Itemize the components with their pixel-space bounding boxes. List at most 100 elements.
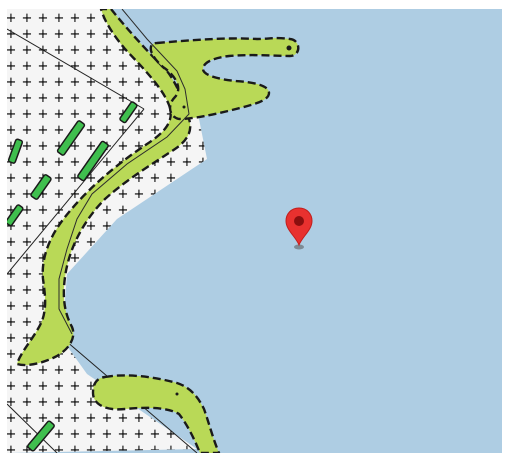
land-plus-symbol: + — [7, 379, 16, 394]
land-plus-symbol: + — [7, 395, 16, 410]
land-plus-symbol: + — [22, 155, 33, 170]
land-plus-symbol: + — [22, 331, 33, 346]
land-plus-symbol: + — [38, 283, 49, 298]
land-plus-symbol: + — [7, 11, 16, 26]
land-plus-symbol: + — [70, 379, 81, 394]
land-plus-symbol: + — [54, 363, 65, 378]
land-plus-symbol: + — [182, 443, 193, 453]
land-plus-symbol: + — [102, 107, 113, 122]
land-plus-symbol: + — [150, 427, 161, 442]
land-plus-symbol: + — [118, 203, 129, 218]
land-plus-symbol: + — [7, 411, 16, 426]
land-plus-symbol: + — [38, 59, 49, 74]
land-plus-symbol: + — [118, 123, 129, 138]
land-plus-symbol: + — [102, 219, 113, 234]
channel-line — [58, 9, 190, 335]
land-plus-symbol: + — [166, 443, 177, 453]
nautical-chart[interactable]: ++++++++++++++++++++++++++++++++++++++++… — [7, 9, 502, 453]
land-plus-symbol: + — [134, 59, 145, 74]
land-plus-symbol: + — [198, 139, 209, 154]
land-plus-symbol: + — [54, 427, 65, 442]
land-plus-symbol: + — [22, 283, 33, 298]
land-plus-symbol: + — [54, 59, 65, 74]
land-plus-symbol: + — [54, 139, 65, 154]
land-plus-symbol: + — [70, 43, 81, 58]
land-plus-symbol: + — [38, 75, 49, 90]
land-plus-symbol: + — [70, 91, 81, 106]
land-plus-symbol: + — [38, 251, 49, 266]
land-plus-symbol: + — [22, 107, 33, 122]
land-plus-symbol: + — [54, 411, 65, 426]
land-plus-symbol: + — [7, 139, 16, 154]
shoal-bottom — [91, 374, 221, 453]
land-plus-symbol: + — [54, 43, 65, 58]
land-plus-symbol: + — [118, 59, 129, 74]
land-plus-symbol: + — [22, 123, 33, 138]
land-plus-symbol: + — [54, 203, 65, 218]
land-plus-symbol: + — [70, 363, 81, 378]
land-plus-symbol: + — [102, 155, 113, 170]
land-plus-symbol: + — [38, 379, 49, 394]
land-plus-symbol: + — [22, 75, 33, 90]
land-plus-symbol: + — [22, 91, 33, 106]
land-plus-symbol: + — [70, 27, 81, 42]
land-plus-symbol: + — [22, 299, 33, 314]
shoal-arm — [149, 36, 300, 121]
land-plus-symbol: + — [22, 267, 33, 282]
land-plus-symbol: + — [22, 187, 33, 202]
land-plus-symbol: + — [70, 395, 81, 410]
land-plus-symbol: + — [86, 139, 97, 154]
land-plus-symbol: + — [7, 187, 16, 202]
land-plus-symbol: + — [54, 443, 65, 453]
land-plus-symbol: + — [7, 443, 16, 453]
location-pin-marker[interactable] — [284, 207, 314, 251]
land-plus-symbol: + — [118, 91, 129, 106]
land-plus-symbol: + — [38, 443, 49, 453]
land-plus-symbol: + — [22, 43, 33, 58]
land-plus-symbol: + — [22, 139, 33, 154]
land-plus-symbol: + — [134, 187, 145, 202]
land-plus-symbol: + — [38, 299, 49, 314]
land-plus-symbol: + — [102, 427, 113, 442]
land-plus-symbol: + — [86, 91, 97, 106]
land-plus-symbol: + — [70, 171, 81, 186]
land-plus-symbol: + — [54, 379, 65, 394]
land-plus-symbol: + — [7, 363, 16, 378]
land-plus-symbol: + — [38, 123, 49, 138]
land-plus-symbol: + — [54, 11, 65, 26]
land-plus-symbol: + — [54, 155, 65, 170]
land-plus-symbol: + — [38, 107, 49, 122]
land-plus-symbol: + — [22, 379, 33, 394]
land-plus-symbol: + — [86, 43, 97, 58]
land-plus-symbol: + — [86, 27, 97, 42]
land-plus-symbol: + — [118, 139, 129, 154]
land-plus-symbol: + — [22, 443, 33, 453]
land-plus-symbol: + — [118, 443, 129, 453]
land-plus-symbol: + — [118, 427, 129, 442]
land-plus-symbol: + — [182, 139, 193, 154]
land-plus-symbol: + — [102, 91, 113, 106]
land-plus-symbol: + — [70, 59, 81, 74]
land-plus-symbol: + — [54, 27, 65, 42]
land-plus-symbol: + — [102, 443, 113, 453]
land-plus-symbol: + — [70, 155, 81, 170]
land-plus-symbol: + — [86, 219, 97, 234]
map-view[interactable]: ++++++++++++++++++++++++++++++++++++++++… — [7, 9, 502, 453]
land-plus-symbol: + — [166, 155, 177, 170]
land-plus-symbol: + — [134, 443, 145, 453]
land-plus-symbol: + — [134, 123, 145, 138]
land-plus-symbol: + — [102, 43, 113, 58]
land-plus-symbol: + — [7, 331, 16, 346]
land-plus-symbol: + — [38, 363, 49, 378]
land-plus-symbol: + — [102, 411, 113, 426]
land-plus-symbol: + — [38, 91, 49, 106]
land-plus-symbol: + — [86, 411, 97, 426]
land-plus-symbol: + — [70, 411, 81, 426]
land-plus-symbol: + — [134, 91, 145, 106]
land-plus-symbol: + — [86, 427, 97, 442]
land-plus-symbol: + — [7, 427, 16, 442]
land-plus-symbol: + — [7, 123, 16, 138]
land-plus-symbol: + — [150, 123, 161, 138]
land-plus-symbol: + — [22, 27, 33, 42]
land-plus-symbol: + — [86, 107, 97, 122]
